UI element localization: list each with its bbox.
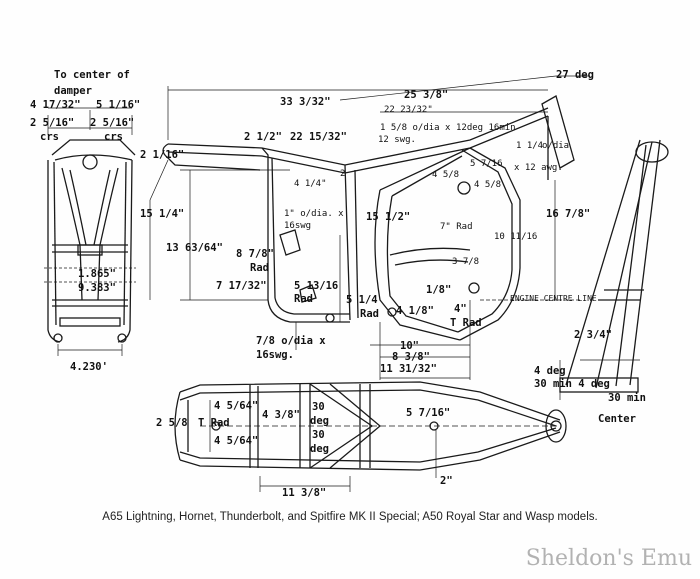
angle-deg-b: deg [310,443,329,455]
dimension-2-5-8: 2 5/8 [156,417,188,429]
dimension-12deg-16min: 12deg 16min [456,123,516,133]
dimension-11-3-8: 11 3/8" [282,487,327,499]
dimension-7-17-32: 7 17/32" [216,280,267,292]
dimension-5-13-16: 5 13/16 [294,280,339,292]
dimension-4-1-4: 4 1/4" [294,179,327,189]
dimension-30-min-4-deg: 30 min 4 deg [534,378,610,390]
dimension-9-383: 9.383" [78,282,116,294]
spec-1-odia: 1" o/dia. x [284,209,344,219]
front-view [44,107,136,356]
dimension-15-1-2: 15 1/2" [366,211,411,223]
watermark: Sheldon's Emu [525,546,692,571]
dimension-22-23-32: 22 23/32" [384,105,433,115]
dimension-4-17-32: 4 17/32" [30,99,81,111]
label-damper: damper [54,85,92,97]
label-crs-left: crs [40,131,59,143]
label-rad-c: Rad [360,308,379,320]
side-view [149,75,590,380]
dimension-1-865: 1.865" [78,268,116,280]
label-rad-a: Rad [250,262,269,274]
dimension-13-63-64: 13 63/64" [166,242,223,254]
spec-16swg-a: 16swg [284,221,312,231]
dimension-4-1-8: 4 1/8" [396,305,434,317]
dimension-16-7-8: 16 7/8" [546,208,591,220]
dimension-5-7-16-top: 5 7/16 [470,159,503,169]
dimension-25-3-8: 25 3/8" [404,89,449,101]
drawing-caption: A65 Lightning, Hornet, Thunderbolt, and … [102,511,598,523]
dimension-15-1-4: 15 1/4" [140,208,185,220]
dimension-4-3-8: 4 3/8" [262,409,300,421]
dimension-2: 2 [340,169,346,179]
dimension-10: 10" [400,340,419,352]
dimension-10-11-16: 10 11/16 [494,232,538,242]
dimension-2-1-16: 2 1/16" [140,149,185,161]
dimension-22-15-32: 22 15/32" [290,131,347,143]
dimension-8-3-8: 8 3/8" [392,351,430,363]
label-center: Center [598,413,636,425]
label-to-center: To center of [54,69,130,81]
dimension-2-5-16-right: 2 5/16" [90,117,135,129]
spec-x12-awg: x 12 awg. [514,163,563,173]
dimension-2-5-16-left: 2 5/16" [30,117,75,129]
dimension-4-deg: 4 deg [534,365,566,377]
dimension-27-deg: 27 deg [556,69,594,81]
dimension-5-1-4: 5 1/4 [346,294,378,306]
plan-view [174,381,567,492]
spec-16swg-b: 16swg. [256,349,294,361]
spec-12-swg: 12 swg. [378,135,416,145]
dimension-7-rad: 7" Rad [440,222,473,232]
angle-30-a: 30 [312,401,325,413]
dimension-4-5-8-b: 4 5/8 [474,180,502,190]
dimension-4-230: 4.230' [70,361,108,373]
dimension-2-1-2: 2 1/2" [244,131,282,143]
dimension-5-1-16: 5 1/16" [96,99,141,111]
dimension-4-5-8-a: 4 5/8 [432,170,460,180]
spec-1-5-8-odia: 1 5/8 o/dia x [380,123,451,133]
dimension-33-3-32: 33 3/32" [280,96,331,108]
dimension-8-7-8: 8 7/8" [236,248,274,260]
angle-30-b: 30 [312,429,325,441]
dimension-11-31-32: 11 31/32" [380,363,437,375]
angle-deg-a: deg [310,415,329,427]
dimension-4-inch: 4" [454,303,467,315]
label-t-rad-b: T Rad [198,417,230,429]
spec-1-1-4: 1 1/4 [516,141,544,151]
dimension-2-3-4: 2 3/4" [574,329,612,341]
spec-odia-small: o/dia [542,141,570,151]
label-rad-b: Rad [294,293,313,305]
label-engine-centre-line: ENGINE CENTRE LINE [510,294,597,303]
dimension-4-5-64-bottom: 4 5/64" [214,435,259,447]
dimension-5-7-16: 5 7/16" [406,407,451,419]
rear-fork-view [559,139,669,400]
label-t-rad-a: T Rad [450,317,482,329]
dimension-30-min: 30 min [608,392,646,404]
dimension-1-8: 1/8" [426,284,452,296]
dimension-3-7-8: 3 7/8 [452,257,480,267]
dimension-4-5-64-top: 4 5/64" [214,400,259,412]
dimension-2-bottom: 2" [440,475,453,487]
spec-7-8-odia: 7/8 o/dia x [256,335,326,347]
label-crs-right: crs [104,131,123,143]
